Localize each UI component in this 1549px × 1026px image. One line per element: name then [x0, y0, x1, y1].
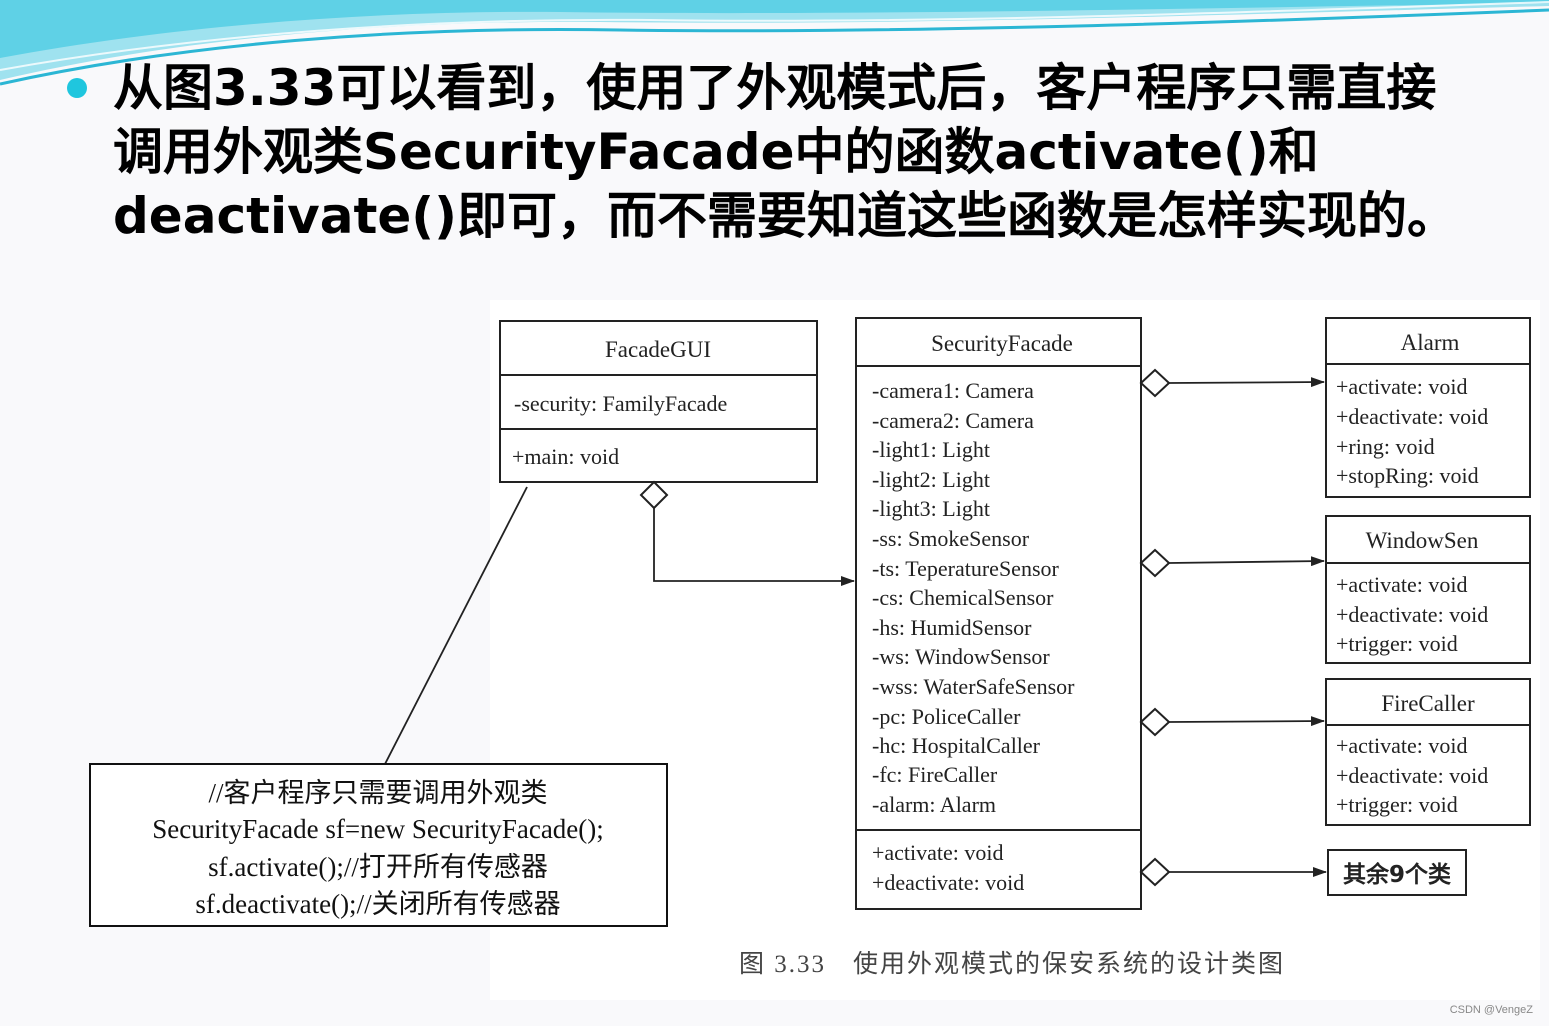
firecaller-op: +trigger: void: [1336, 792, 1458, 817]
note-connector: [384, 486, 528, 765]
alarm-op: +stopRing: void: [1336, 463, 1479, 488]
class-securityfacade: SecurityFacade -camera1: Camera -camera2…: [855, 317, 1142, 910]
bullet-line-2: 调用外观类SecurityFacade中的函数activate()和: [113, 123, 1319, 181]
securityfacade-attr: -light2: Light: [872, 467, 990, 492]
firecaller-op: +activate: void: [1336, 733, 1468, 758]
class-firecaller: FireCaller +activate: void +deactivate: …: [1325, 678, 1531, 826]
bullet-line-1: 从图3.33可以看到，使用了外观模式后，客户程序只需直接: [113, 59, 1437, 117]
securityfacade-attr: -pc: PoliceCaller: [872, 704, 1021, 729]
class-facadegui: FacadeGUI -security: FamilyFacade +main:…: [499, 320, 818, 483]
header-swoosh-fill: [0, 0, 1549, 80]
header-swoosh-line: [0, 8, 1549, 86]
note-line: SecurityFacade sf=new SecurityFacade();: [152, 814, 604, 844]
alarm-op: +deactivate: void: [1336, 404, 1488, 429]
windowsen-op: +deactivate: void: [1336, 602, 1488, 627]
alarm-op: +ring: void: [1336, 434, 1435, 459]
note-line: //客户程序只需要调用外观类: [208, 778, 547, 808]
class-facadegui-operation: +main: void: [512, 444, 619, 469]
securityfacade-attr: -camera1: Camera: [872, 378, 1034, 403]
securityfacade-op: +deactivate: void: [872, 870, 1024, 895]
class-facadegui-name: FacadeGUI: [605, 337, 711, 362]
class-facadegui-attribute: -security: FamilyFacade: [514, 391, 727, 416]
securityfacade-attr: -alarm: Alarm: [872, 792, 996, 817]
aggregation-to-others: [1139, 857, 1327, 887]
figure-caption: 图 3.33 使用外观模式的保安系统的设计类图: [739, 950, 1285, 978]
class-windowsen: WindowSen +activate: void +deactivate: v…: [1325, 515, 1531, 664]
class-alarm-name: Alarm: [1401, 330, 1460, 355]
securityfacade-attr: -light3: Light: [872, 496, 990, 521]
bullet-paragraph: 从图3.33可以看到，使用了外观模式后，客户程序只需直接 调用外观类Securi…: [113, 56, 1533, 248]
class-firecaller-name: FireCaller: [1381, 691, 1475, 716]
bullet-dot: [67, 78, 87, 98]
class-others: 其余9个类: [1327, 849, 1467, 896]
firecaller-op: +deactivate: void: [1336, 763, 1488, 788]
class-windowsen-name: WindowSen: [1366, 528, 1479, 553]
securityfacade-attr: -fc: FireCaller: [872, 762, 998, 787]
securityfacade-attr: -ws: WindowSensor: [872, 644, 1050, 669]
aggregation-to-windowsen: [1139, 548, 1325, 578]
securityfacade-attr: -camera2: Camera: [872, 408, 1034, 433]
note-line: sf.deactivate();//关闭所有传感器: [195, 889, 560, 919]
securityfacade-op: +activate: void: [872, 840, 1004, 865]
class-others-label: 其余9个类: [1343, 861, 1451, 888]
windowsen-op: +activate: void: [1336, 572, 1468, 597]
aggregation-to-alarm: [1139, 368, 1325, 398]
securityfacade-attr: -wss: WaterSafeSensor: [872, 674, 1075, 699]
securityfacade-attr: -hs: HumidSensor: [872, 615, 1032, 640]
alarm-op: +activate: void: [1336, 374, 1468, 399]
securityfacade-attr: -hc: HospitalCaller: [872, 733, 1041, 758]
aggregation-to-firecaller: [1139, 707, 1325, 737]
aggregation-facadegui-securityfacade: [639, 480, 855, 586]
class-alarm: Alarm +activate: void +deactivate: void …: [1325, 317, 1531, 498]
client-code-note: //客户程序只需要调用外观类 SecurityFacade sf=new Sec…: [89, 763, 668, 927]
windowsen-op: +trigger: void: [1336, 631, 1458, 656]
note-line: sf.activate();//打开所有传感器: [208, 852, 548, 882]
securityfacade-attr: -ts: TeperatureSensor: [872, 556, 1060, 581]
securityfacade-attr: -ss: SmokeSensor: [872, 526, 1030, 551]
class-securityfacade-name: SecurityFacade: [931, 331, 1073, 356]
securityfacade-attr: -light1: Light: [872, 437, 990, 462]
watermark: CSDN @VengeZ: [1449, 1004, 1533, 1016]
bullet-line-3: deactivate()即可，而不需要知道这些函数是怎样实现的。: [113, 187, 1457, 245]
securityfacade-attr: -cs: ChemicalSensor: [872, 585, 1054, 610]
